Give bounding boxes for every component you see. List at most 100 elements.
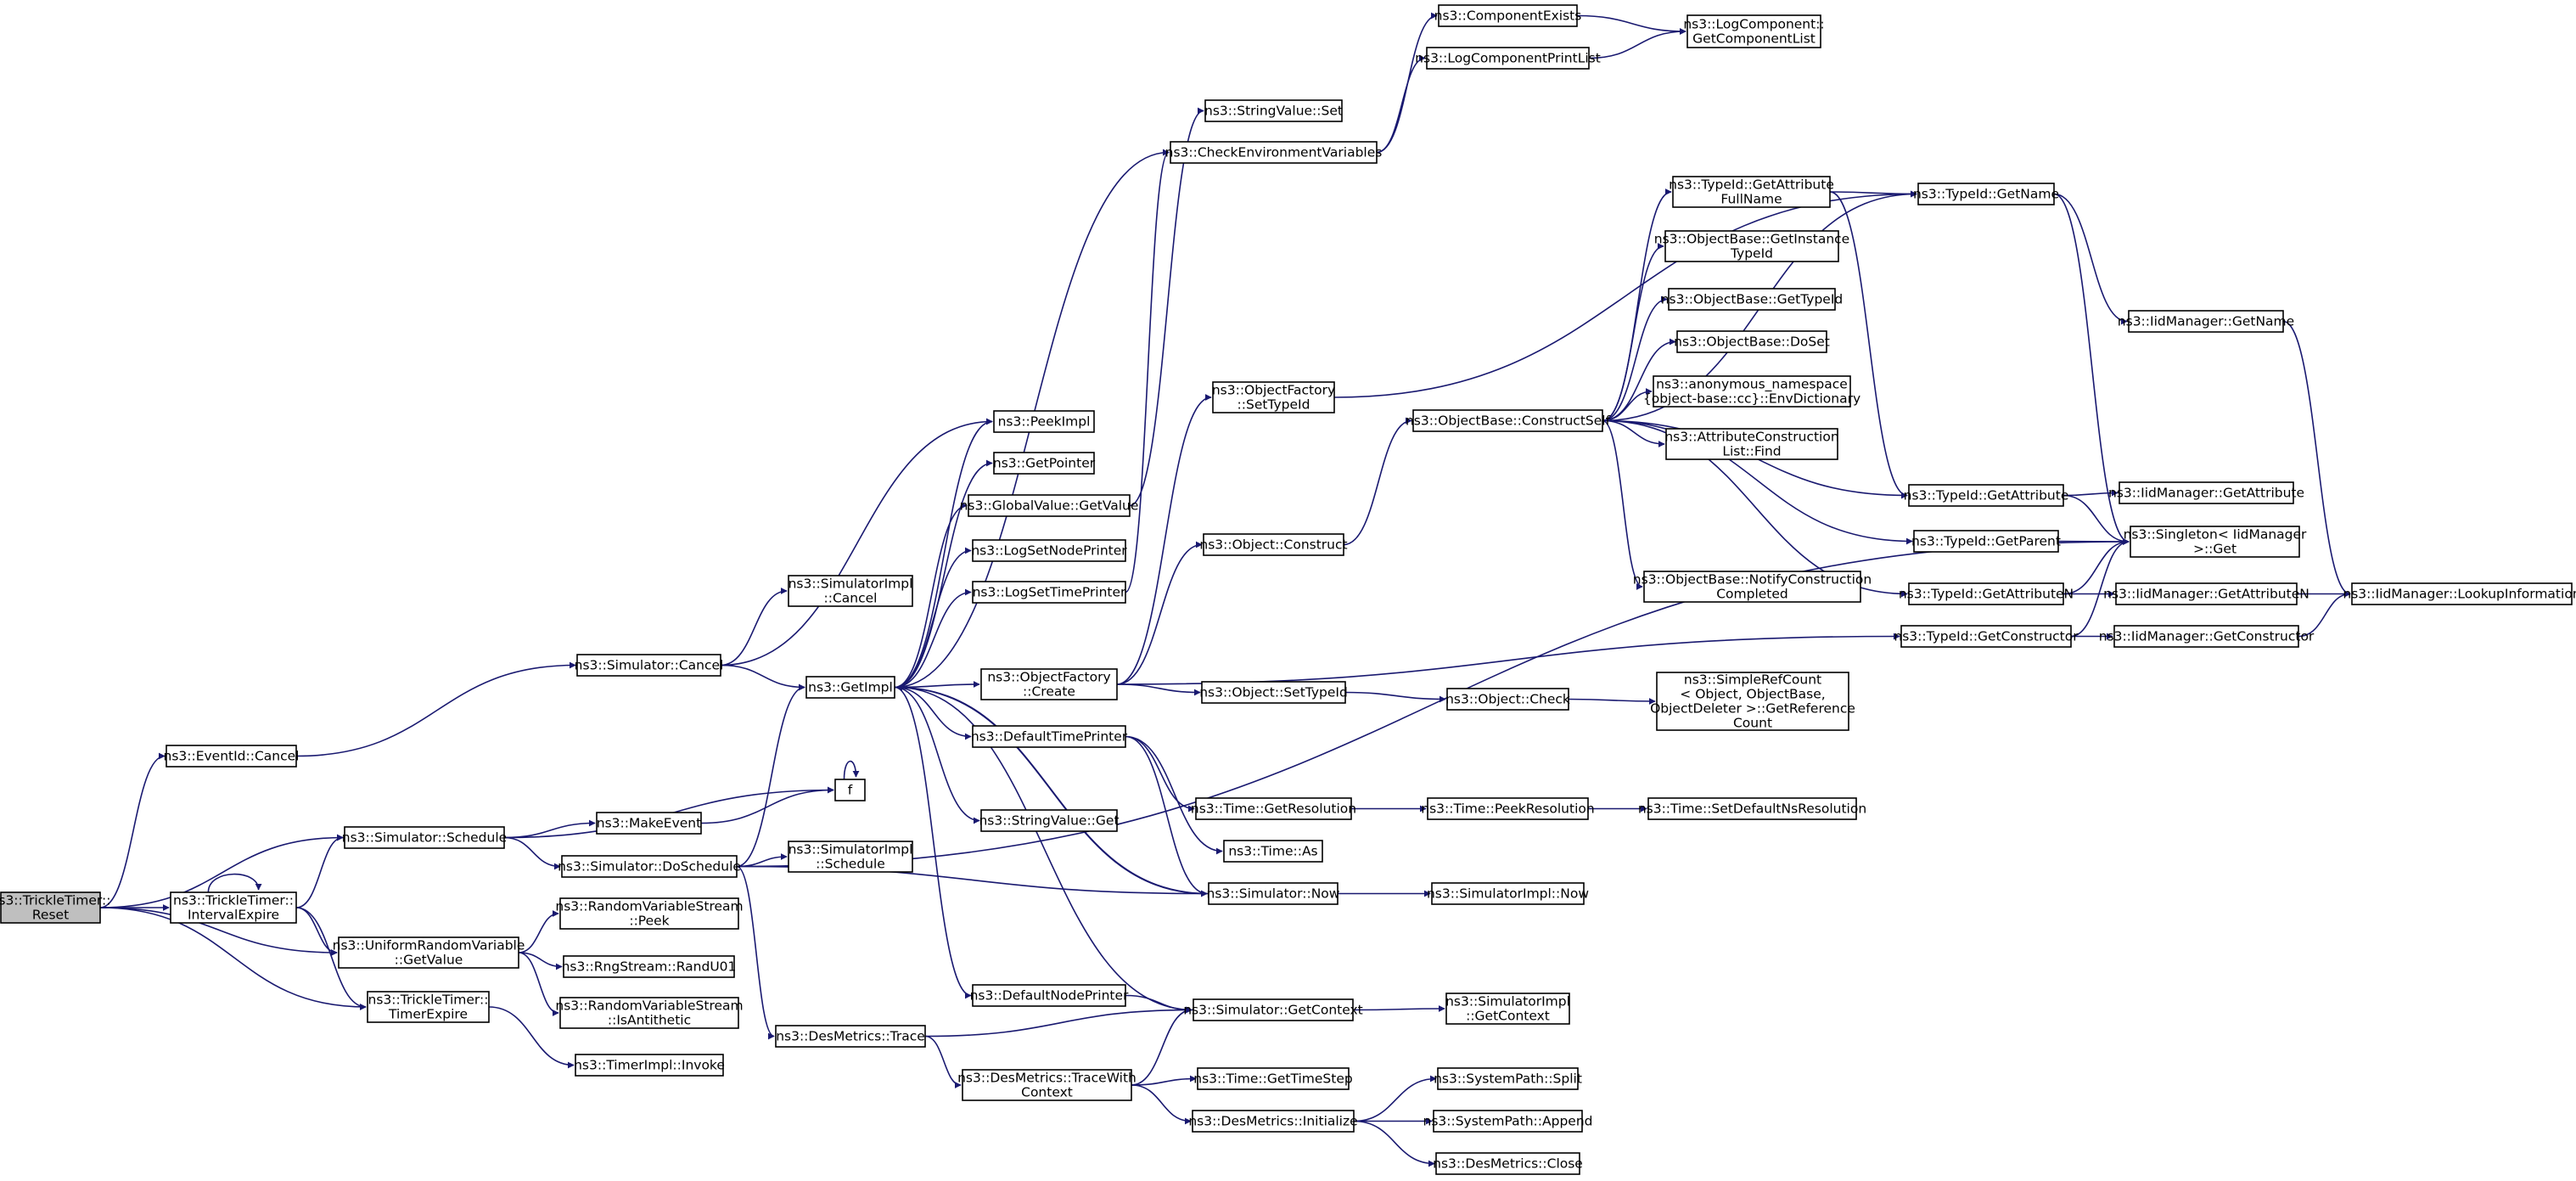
node-logsettimeprinter[interactable]: ns3::LogSetTimePrinter	[972, 581, 1126, 604]
node-time-gettimestep[interactable]: ns3::Time::GetTimeStep	[1193, 1067, 1353, 1090]
node-iid-lookupinfo[interactable]: ns3::IidManager::LookupInformation	[2343, 582, 2576, 605]
node-box[interactable]	[972, 539, 1126, 562]
node-box[interactable]	[2115, 582, 2298, 605]
node-logcomp-printlist[interactable]: ns3::LogComponentPrintList	[1415, 47, 1601, 70]
node-box[interactable]	[559, 897, 739, 930]
node-defaulttimeprinter[interactable]: ns3::DefaultTimePrinter	[971, 725, 1128, 748]
node-box[interactable]	[968, 494, 1131, 517]
node-box[interactable]	[2351, 582, 2573, 605]
node-rvs-peek[interactable]: ns3::RandomVariableStream::Peek	[555, 897, 744, 930]
node-box[interactable]	[788, 841, 913, 873]
node-box[interactable]	[1201, 681, 1346, 704]
node-box[interactable]	[993, 410, 1095, 433]
node-obj-check[interactable]: ns3::Object::Check	[1445, 688, 1570, 711]
node-obj-settypeid[interactable]: ns3::Object::SetTypeId	[1199, 681, 1348, 704]
node-ob-doset[interactable]: ns3::ObjectBase::DoSet	[1674, 330, 1830, 353]
node-box[interactable]	[1195, 797, 1352, 820]
node-box[interactable]	[563, 955, 735, 978]
node-typeid-getattribute[interactable]: ns3::TypeId::GetAttribute	[1904, 484, 2069, 507]
node-box[interactable]	[962, 1069, 1132, 1101]
node-time-setdefaultnsres[interactable]: ns3::Time::SetDefaultNsResolution	[1638, 797, 1866, 820]
node-box[interactable]	[1412, 409, 1603, 432]
node-box[interactable]	[166, 745, 297, 768]
node-box[interactable]	[576, 654, 721, 677]
node-box[interactable]	[834, 779, 866, 801]
node-box[interactable]	[1653, 375, 1851, 408]
node-reset[interactable]: ns3::TrickleTimer::Reset	[0, 891, 110, 924]
node-checkenv[interactable]: ns3::CheckEnvironmentVariables	[1165, 141, 1383, 164]
node-box[interactable]	[980, 809, 1118, 832]
node-box[interactable]	[2130, 526, 2300, 558]
node-box[interactable]	[2113, 625, 2299, 648]
node-box[interactable]	[1446, 688, 1569, 711]
node-ob-constructself[interactable]: ns3::ObjectBase::ConstructSelf	[1406, 409, 1611, 432]
node-box[interactable]	[1192, 1110, 1355, 1133]
node-box[interactable]	[980, 668, 1118, 700]
node-box[interactable]	[1672, 176, 1831, 208]
node-box[interactable]	[1435, 1152, 1580, 1175]
node-time-peekres[interactable]: ns3::Time::PeekResolution	[1421, 797, 1595, 820]
node-gv-getvalue[interactable]: ns3::GlobalValue::GetValue	[960, 494, 1139, 517]
node-box[interactable]	[1438, 4, 1578, 27]
node-typeid-getparent[interactable]: ns3::TypeId::GetParent	[1911, 530, 2061, 553]
node-obj-construct[interactable]: ns3::Object::Construct	[1199, 533, 1348, 556]
node-box[interactable]	[1170, 141, 1378, 164]
node-time-getres[interactable]: ns3::Time::GetResolution	[1191, 797, 1356, 820]
node-box[interactable]	[972, 984, 1126, 1007]
node-box[interactable]	[1445, 993, 1570, 1025]
node-box[interactable]	[1431, 882, 1585, 905]
node-box[interactable]	[1193, 998, 1354, 1021]
node-box[interactable]	[993, 452, 1095, 475]
node-box[interactable]	[1643, 571, 1861, 603]
node-sim-now[interactable]: ns3::Simulator::Now	[1207, 882, 1340, 905]
node-simimpl-cancel[interactable]: ns3::SimulatorImpl::Cancel	[788, 575, 913, 607]
node-sim-cancel[interactable]: ns3::Simulator::Cancel	[575, 654, 724, 677]
node-box[interactable]	[1656, 672, 1849, 731]
node-make-event[interactable]: ns3::MakeEvent	[596, 812, 702, 835]
node-syspath-append[interactable]: ns3::SystemPath::Append	[1423, 1110, 1593, 1133]
node-eventid-cancel[interactable]: ns3::EventId::Cancel	[164, 745, 300, 768]
node-iid-getattributen[interactable]: ns3::IidManager::GetAttributeN	[2103, 582, 2309, 605]
node-box[interactable]	[170, 891, 297, 924]
node-interval-expire[interactable]: ns3::TrickleTimer::IntervalExpire	[170, 891, 297, 924]
node-box[interactable]	[2119, 481, 2294, 504]
node-box[interactable]	[338, 936, 519, 969]
node-box[interactable]	[1665, 428, 1838, 460]
node-box[interactable]	[972, 725, 1126, 748]
node-desmetrics-init[interactable]: ns3::DesMetrics::Initialize	[1188, 1110, 1358, 1133]
node-simimpl-getcontext[interactable]: ns3::SimulatorImpl::GetContext	[1445, 993, 1570, 1025]
node-sv-set[interactable]: ns3::StringValue::Set	[1204, 99, 1343, 122]
node-box[interactable]	[1664, 230, 1839, 262]
node-typeid-getattributen[interactable]: ns3::TypeId::GetAttributeN	[1899, 582, 2074, 605]
node-box[interactable]	[1203, 533, 1344, 556]
node-f[interactable]: f	[834, 779, 866, 801]
node-logsetnodeprinter[interactable]: ns3::LogSetNodePrinter	[971, 539, 1127, 562]
node-box[interactable]	[1917, 183, 2055, 205]
node-urv-getvalue[interactable]: ns3::UniformRandomVariable::GetValue	[333, 936, 525, 969]
node-timerimpl-invoke[interactable]: ns3::TimerImpl::Invoke	[574, 1054, 725, 1077]
node-box[interactable]	[367, 991, 490, 1023]
node-box[interactable]	[1426, 47, 1590, 70]
node-typeid-getname[interactable]: ns3::TypeId::GetName	[1913, 183, 2059, 205]
node-box[interactable]	[575, 1054, 724, 1077]
node-box[interactable]	[1647, 797, 1857, 820]
node-comp-exists[interactable]: ns3::ComponentExists	[1434, 4, 1582, 27]
node-box[interactable]	[1437, 1067, 1579, 1090]
node-sv-get[interactable]: ns3::StringValue::Get	[979, 809, 1120, 832]
node-getpointer[interactable]: ns3::GetPointer	[993, 452, 1096, 475]
node-sim-getcontext[interactable]: ns3::Simulator::GetContext	[1183, 998, 1363, 1021]
node-time-as[interactable]: ns3::Time::As	[1223, 840, 1323, 863]
node-box[interactable]	[1900, 625, 2072, 648]
node-box[interactable]	[561, 855, 738, 878]
node-rvs-isanti[interactable]: ns3::RandomVariableStream::IsAntithetic	[555, 997, 744, 1029]
node-desmetrics-trace[interactable]: ns3::DesMetrics::Trace	[775, 1025, 926, 1048]
node-ob-gettypeid[interactable]: ns3::ObjectBase::GetTypeId	[1661, 288, 1844, 311]
node-box[interactable]	[1908, 582, 2064, 605]
node-anon-envdict[interactable]: ns3::anonymous_namespace{object-base::cc…	[1643, 375, 1860, 408]
node-box[interactable]	[1686, 14, 1821, 48]
node-box[interactable]	[1913, 530, 2059, 553]
node-box[interactable]	[559, 997, 739, 1029]
